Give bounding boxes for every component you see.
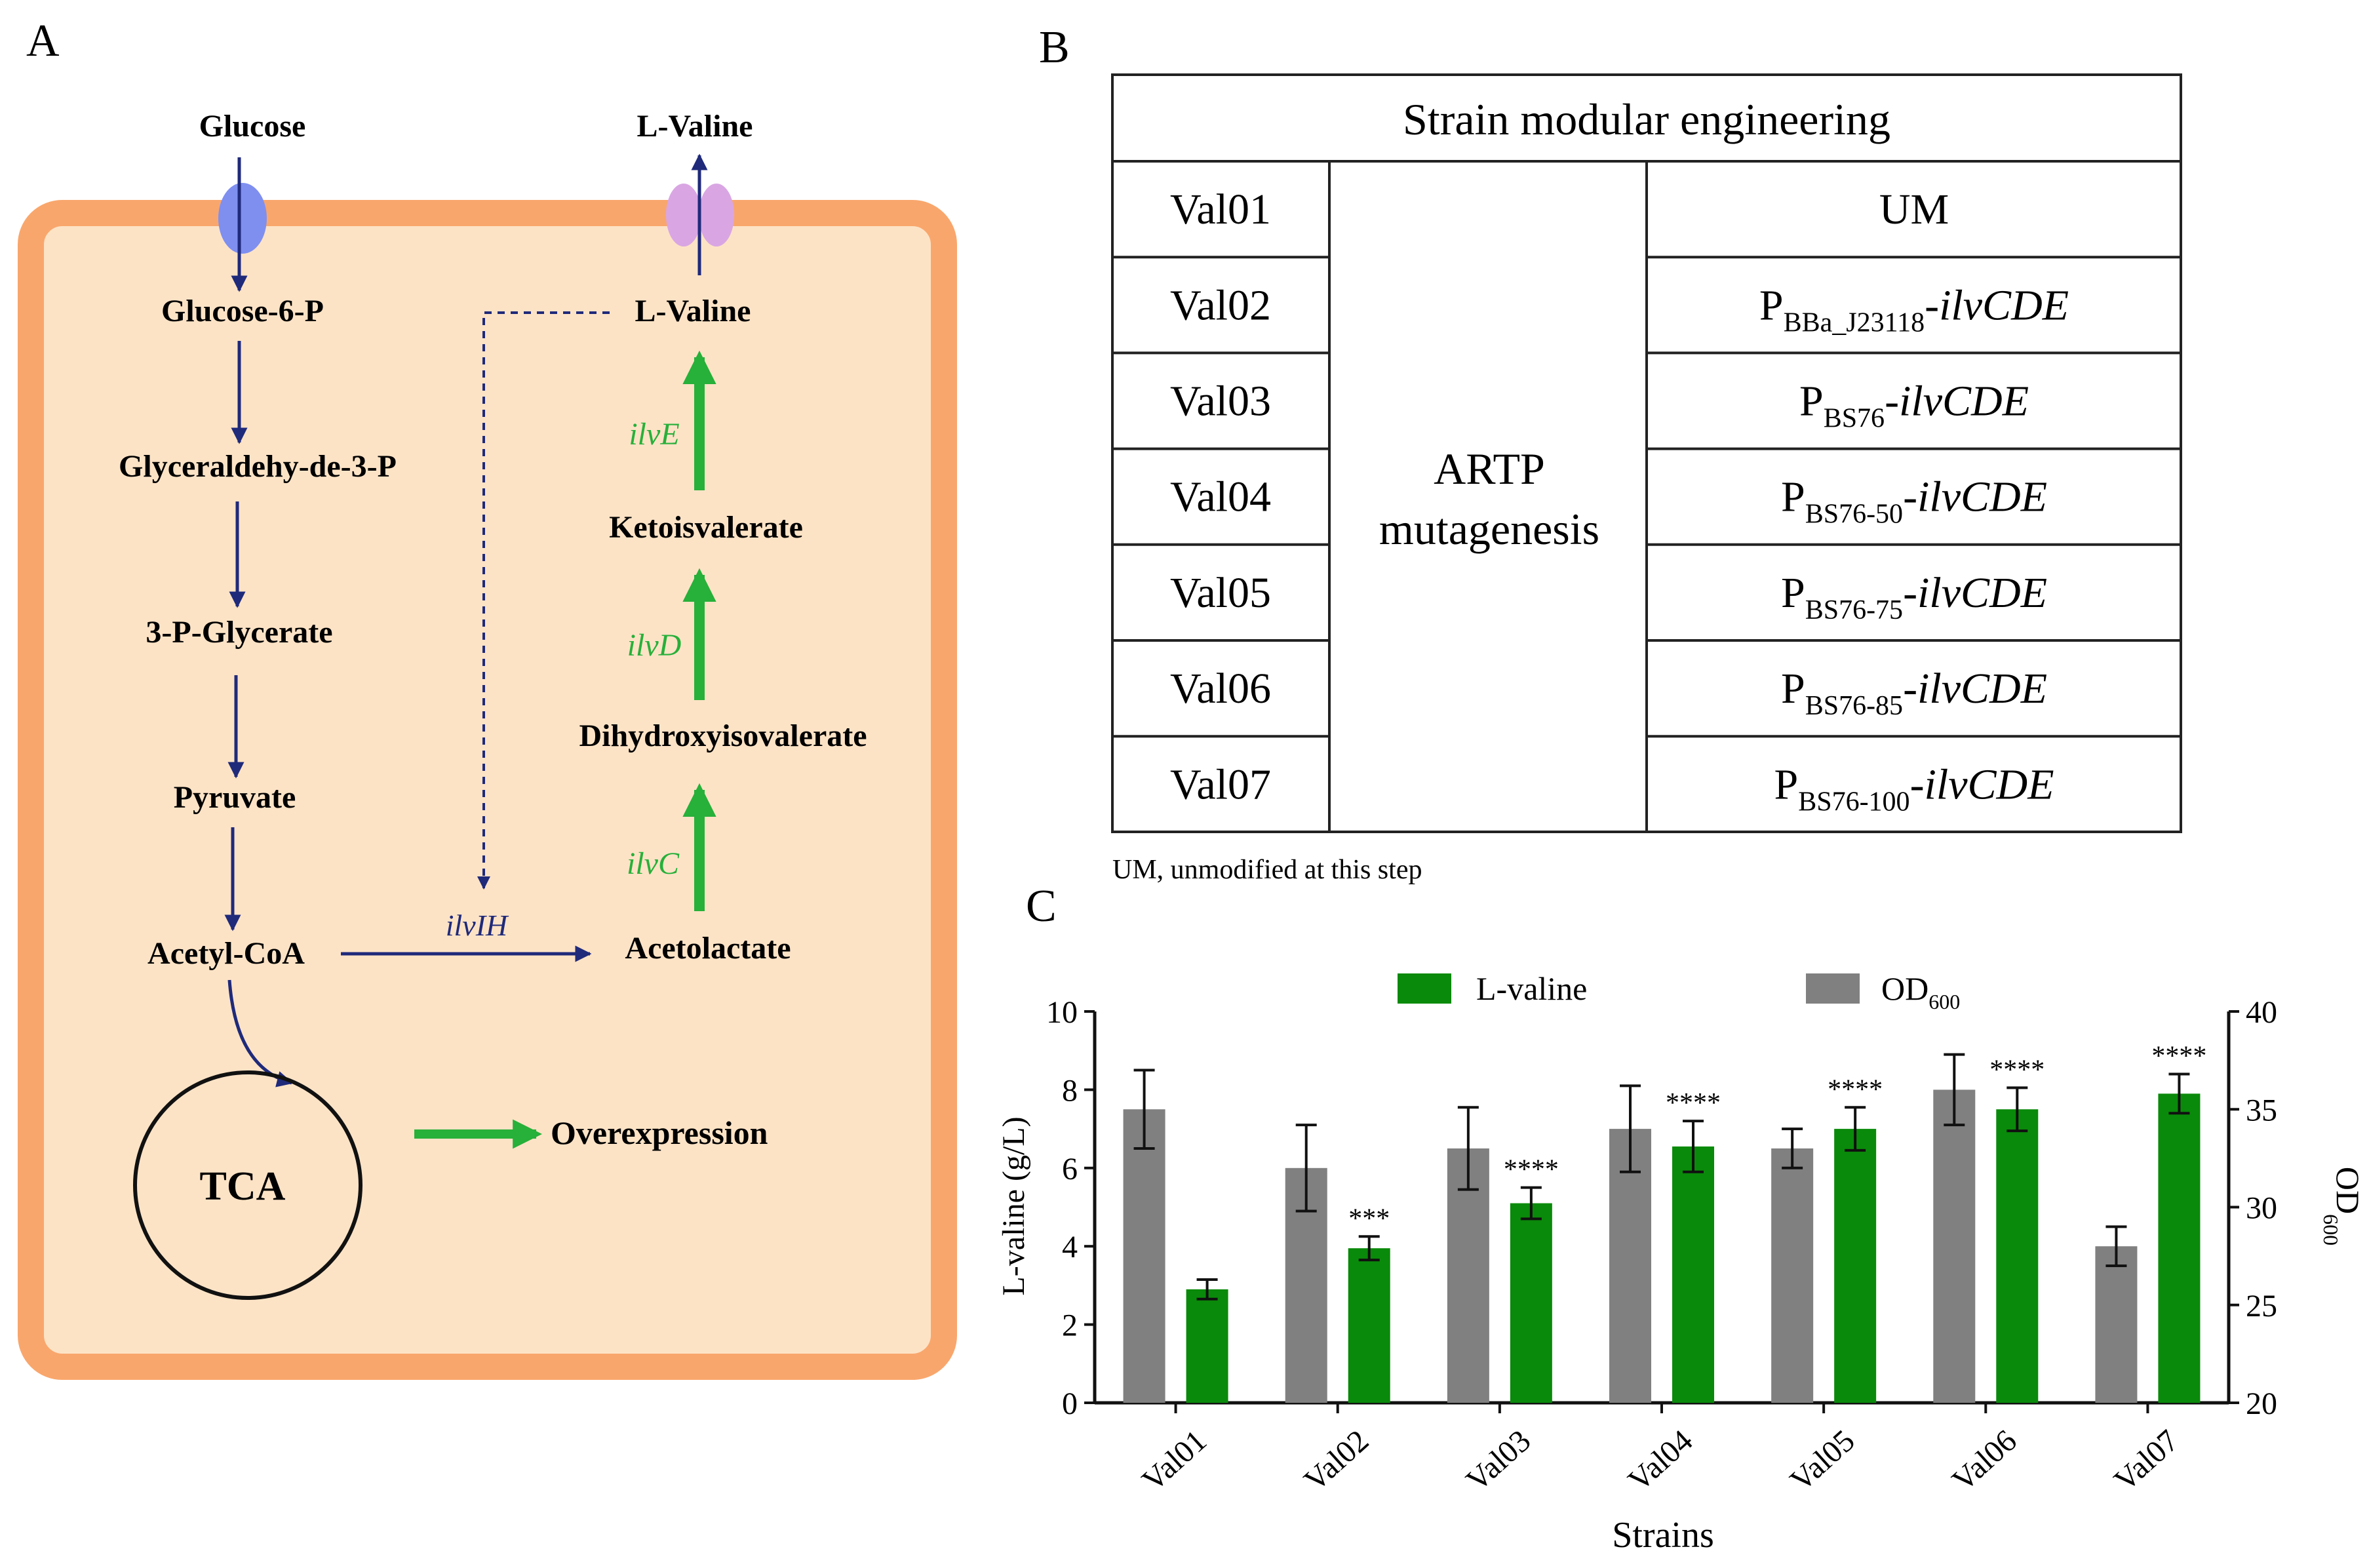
g3p-label: Glyceraldehy-de-3-P [119, 449, 397, 484]
bar-od600 [2095, 1246, 2138, 1403]
legend-lvaline-swatch [1398, 973, 1451, 1004]
x-tick-label: Val04 [1622, 1423, 1700, 1498]
pg3-label: 3-P-Glycerate [146, 615, 332, 650]
overexpression-label: Overexpression [551, 1114, 768, 1151]
significance-label: **** [1828, 1074, 1883, 1105]
enzyme-ilvc-label: ilvC [627, 846, 680, 881]
table-title: Strain modular engineering [1403, 94, 1890, 144]
acetolactate-label: Acetolactate [625, 931, 791, 966]
pyruvate-label: Pyruvate [174, 780, 296, 815]
table-promoter-cell: PBS76-75-ilvCDE [1781, 569, 2047, 625]
lvaline-out-label: L-Valine [637, 109, 753, 144]
x-tick-label: Val01 [1135, 1423, 1213, 1498]
significance-label: **** [1989, 1055, 2045, 1085]
table-promoter-cell: PBS76-85-ilvCDE [1781, 665, 2047, 721]
legend-od-swatch [1806, 973, 1860, 1004]
enzyme-ilve-label: ilvE [629, 417, 679, 452]
enzyme-ilvih-label: ilvIH [446, 909, 509, 942]
panel-b: B Strain modular engineering ARTP mutage… [1039, 22, 2182, 885]
table-mid-label-line1: ARTP [1434, 444, 1545, 494]
bar-od600 [1609, 1129, 1651, 1403]
y-tick-label: 0 [1062, 1386, 1078, 1421]
bar-od600 [1933, 1089, 1976, 1403]
lvaline-in-label: L-Valine [635, 294, 751, 328]
panel-a: A Glucose L-Valine Glucose-6-P L-Valine … [18, 16, 957, 1380]
significance-label: **** [1666, 1088, 1721, 1118]
tca-label: TCA [200, 1164, 286, 1209]
panel-a-label: A [26, 16, 60, 66]
table-promoter-cell: PBS76-100-ilvCDE [1774, 760, 2054, 817]
table-strain-cell: Val05 [1170, 569, 1271, 617]
table-strain-cell: Val04 [1170, 473, 1271, 521]
bar-lvaline [2158, 1093, 2201, 1403]
bar-od600 [1123, 1109, 1165, 1403]
bar-lvaline [1186, 1289, 1228, 1403]
table-strain-cell: Val03 [1170, 378, 1271, 425]
cell-membrane [18, 200, 957, 1380]
enzyme-ilvd-label: ilvD [627, 628, 682, 663]
table-strain-cell: Val07 [1170, 760, 1271, 808]
panel-c-label: C [1026, 881, 1057, 931]
table-strain-cell: Val02 [1170, 281, 1271, 329]
feedback-inhibition-dashed [477, 311, 610, 890]
acetylcoa-label: Acetyl-CoA [147, 936, 305, 971]
y2-tick-label: 35 [2246, 1093, 2277, 1127]
strain-table [1111, 73, 2182, 833]
glucose-label: Glucose [199, 109, 306, 144]
x-tick-label: Val07 [2107, 1423, 2185, 1498]
dihydroxyisovalerate-label: Dihydroxyisovalerate [579, 718, 867, 753]
y-tick-label: 6 [1062, 1152, 1078, 1186]
table-promoter-cell: PBS76-50-ilvCDE [1781, 473, 2047, 530]
table-promoter-cell: PBS76-ilvCDE [1799, 378, 2029, 434]
ketoisovalerate-label: Ketoisvalerate [609, 510, 803, 545]
table-mid-label-line2: mutagenesis [1379, 504, 1599, 554]
y-tick-label: 4 [1062, 1230, 1078, 1264]
valine-exporter-right [699, 184, 734, 246]
y2-axis-title: OD600 [2319, 1167, 2366, 1245]
bar-lvaline [1672, 1146, 1714, 1403]
significance-label: **** [1504, 1155, 1559, 1185]
table-strain-cell: Val01 [1170, 186, 1271, 233]
table-note: UM, unmodified at this step [1112, 855, 1422, 885]
x-tick-label: Val03 [1460, 1423, 1538, 1498]
x-axis-title: Strains [1612, 1515, 1714, 1556]
y2-tick-label: 40 [2246, 995, 2277, 1030]
x-tick-label: Val02 [1297, 1423, 1375, 1498]
panel-b-label: B [1039, 22, 1070, 73]
table-promoter-cell: UM [1879, 186, 1949, 233]
y-tick-label: 10 [1046, 995, 1078, 1030]
y-axis-title: L-valine (g/L) [996, 1116, 1031, 1295]
y-tick-label: 8 [1062, 1073, 1078, 1108]
y2-tick-label: 25 [2246, 1289, 2277, 1323]
significance-label: *** [1348, 1204, 1390, 1234]
glucose-transporter [218, 183, 267, 254]
glucose6p-label: Glucose-6-P [161, 294, 324, 328]
tca-cycle [133, 1070, 362, 1300]
bar-lvaline [1510, 1203, 1552, 1403]
y2-tick-label: 20 [2246, 1386, 2277, 1421]
x-tick-label: Val06 [1946, 1423, 2024, 1498]
x-tick-label: Val05 [1784, 1423, 1862, 1498]
bar-lvaline [1996, 1109, 2039, 1403]
valine-exporter-left [666, 184, 701, 246]
table-strain-cell: Val06 [1170, 665, 1271, 713]
legend-lvaline-label: L-valine [1476, 970, 1587, 1007]
table-promoter-cell: PBBa_J23118-ilvCDE [1759, 281, 2069, 338]
y2-tick-label: 30 [2246, 1191, 2277, 1226]
bar-lvaline [1834, 1129, 1877, 1403]
significance-label: **** [2151, 1042, 2206, 1072]
legend-od-label: OD600 [1881, 970, 1960, 1013]
bar-od600 [1771, 1148, 1814, 1403]
y-tick-label: 2 [1062, 1308, 1078, 1343]
bar-lvaline [1348, 1248, 1390, 1403]
